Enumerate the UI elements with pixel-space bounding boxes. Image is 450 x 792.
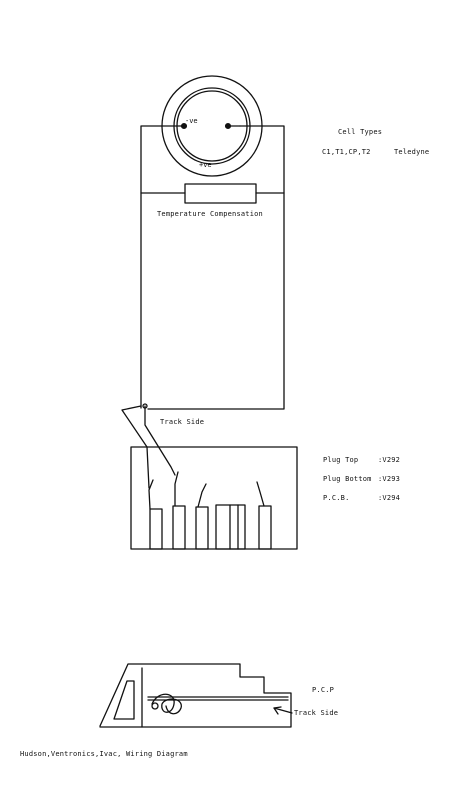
circuit-wires <box>140 125 285 410</box>
track-side-upper-label: Track Side <box>160 418 205 426</box>
pcb-label: P.C.P <box>312 686 335 694</box>
right-wire <box>147 125 285 410</box>
plug-part-code: :V294 <box>378 494 401 502</box>
pin-5-lead <box>256 481 265 507</box>
track-side-arrow <box>273 707 293 714</box>
left-wire <box>140 125 185 409</box>
plug-part-name: P.C.B. <box>323 494 350 502</box>
plug-leads <box>121 403 176 489</box>
lead-loop <box>121 405 150 489</box>
plug-assembly <box>130 446 298 550</box>
pin-3-lead <box>197 483 207 508</box>
cell-positive-label: +ve <box>199 161 212 169</box>
temperature-compensation-resistor <box>184 183 257 204</box>
plug-pin-5 <box>258 505 272 550</box>
pin-2-lead <box>174 471 179 507</box>
lead-joint <box>142 403 148 409</box>
plug-pin-2 <box>172 505 186 550</box>
plug-housing <box>130 446 298 550</box>
plug-pin-1 <box>149 508 163 550</box>
pin-1-lead <box>148 479 154 510</box>
pcb-connector <box>151 702 159 710</box>
pcb-outline <box>99 663 292 728</box>
plug-pin-3 <box>195 506 209 550</box>
plug-part-name: Plug Top <box>323 456 359 464</box>
cell-negative-label: -ve <box>185 117 198 125</box>
plug-part-code: :V293 <box>378 475 401 483</box>
lead-to-pin-2 <box>144 405 176 476</box>
track-side-arrowhead <box>273 706 282 715</box>
cell-types-maker: Teledyne <box>394 148 430 156</box>
temperature-compensation-label: Temperature Compensation <box>157 210 263 218</box>
cell-types-title: Cell Types <box>338 128 383 136</box>
pcb-sketch <box>99 663 293 728</box>
plug-part-name: Plug Bottom <box>323 475 372 483</box>
track-side-lower-label: Track Side <box>294 709 339 717</box>
pcb-inner-cutout <box>113 680 135 720</box>
pcb-wire-coil <box>151 693 182 715</box>
cell-types-models: C1,T1,CP,T2 <box>322 148 371 156</box>
plug-part-code: :V292 <box>378 456 401 464</box>
diagram-caption: Hudson,Ventronics,Ivac, Wiring Diagram <box>20 750 188 758</box>
